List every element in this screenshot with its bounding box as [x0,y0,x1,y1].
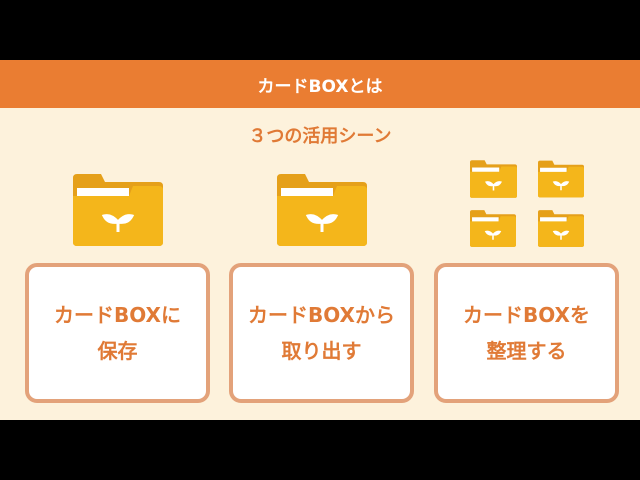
card-line: 保存 [97,339,138,363]
folder-icon [470,160,517,198]
folder-icon [277,174,367,246]
card-line: 取り出す [281,339,362,363]
folder-icon [73,174,163,246]
card-line: カードBOXから [248,303,395,327]
folder-icon [538,160,584,198]
card-save: カードBOXに保存 [25,263,210,403]
card-line: 整理する [486,339,567,363]
header-bar: カードBOXとは [0,60,640,108]
folder-icon [470,210,516,247]
subtitle: ３つの活用シーン [248,126,392,147]
card-line: カードBOXに [54,303,181,327]
folder-icon [538,210,584,247]
card-line: カードBOXを [463,303,590,327]
slide: カードBOXとは ３つの活用シーン カードBOXに保存 カードBOXから取り出す… [0,60,640,420]
header-title: カードBOXとは [257,76,383,97]
card-retrieve: カードBOXから取り出す [229,263,414,403]
card-organize: カードBOXを整理する [434,263,619,403]
